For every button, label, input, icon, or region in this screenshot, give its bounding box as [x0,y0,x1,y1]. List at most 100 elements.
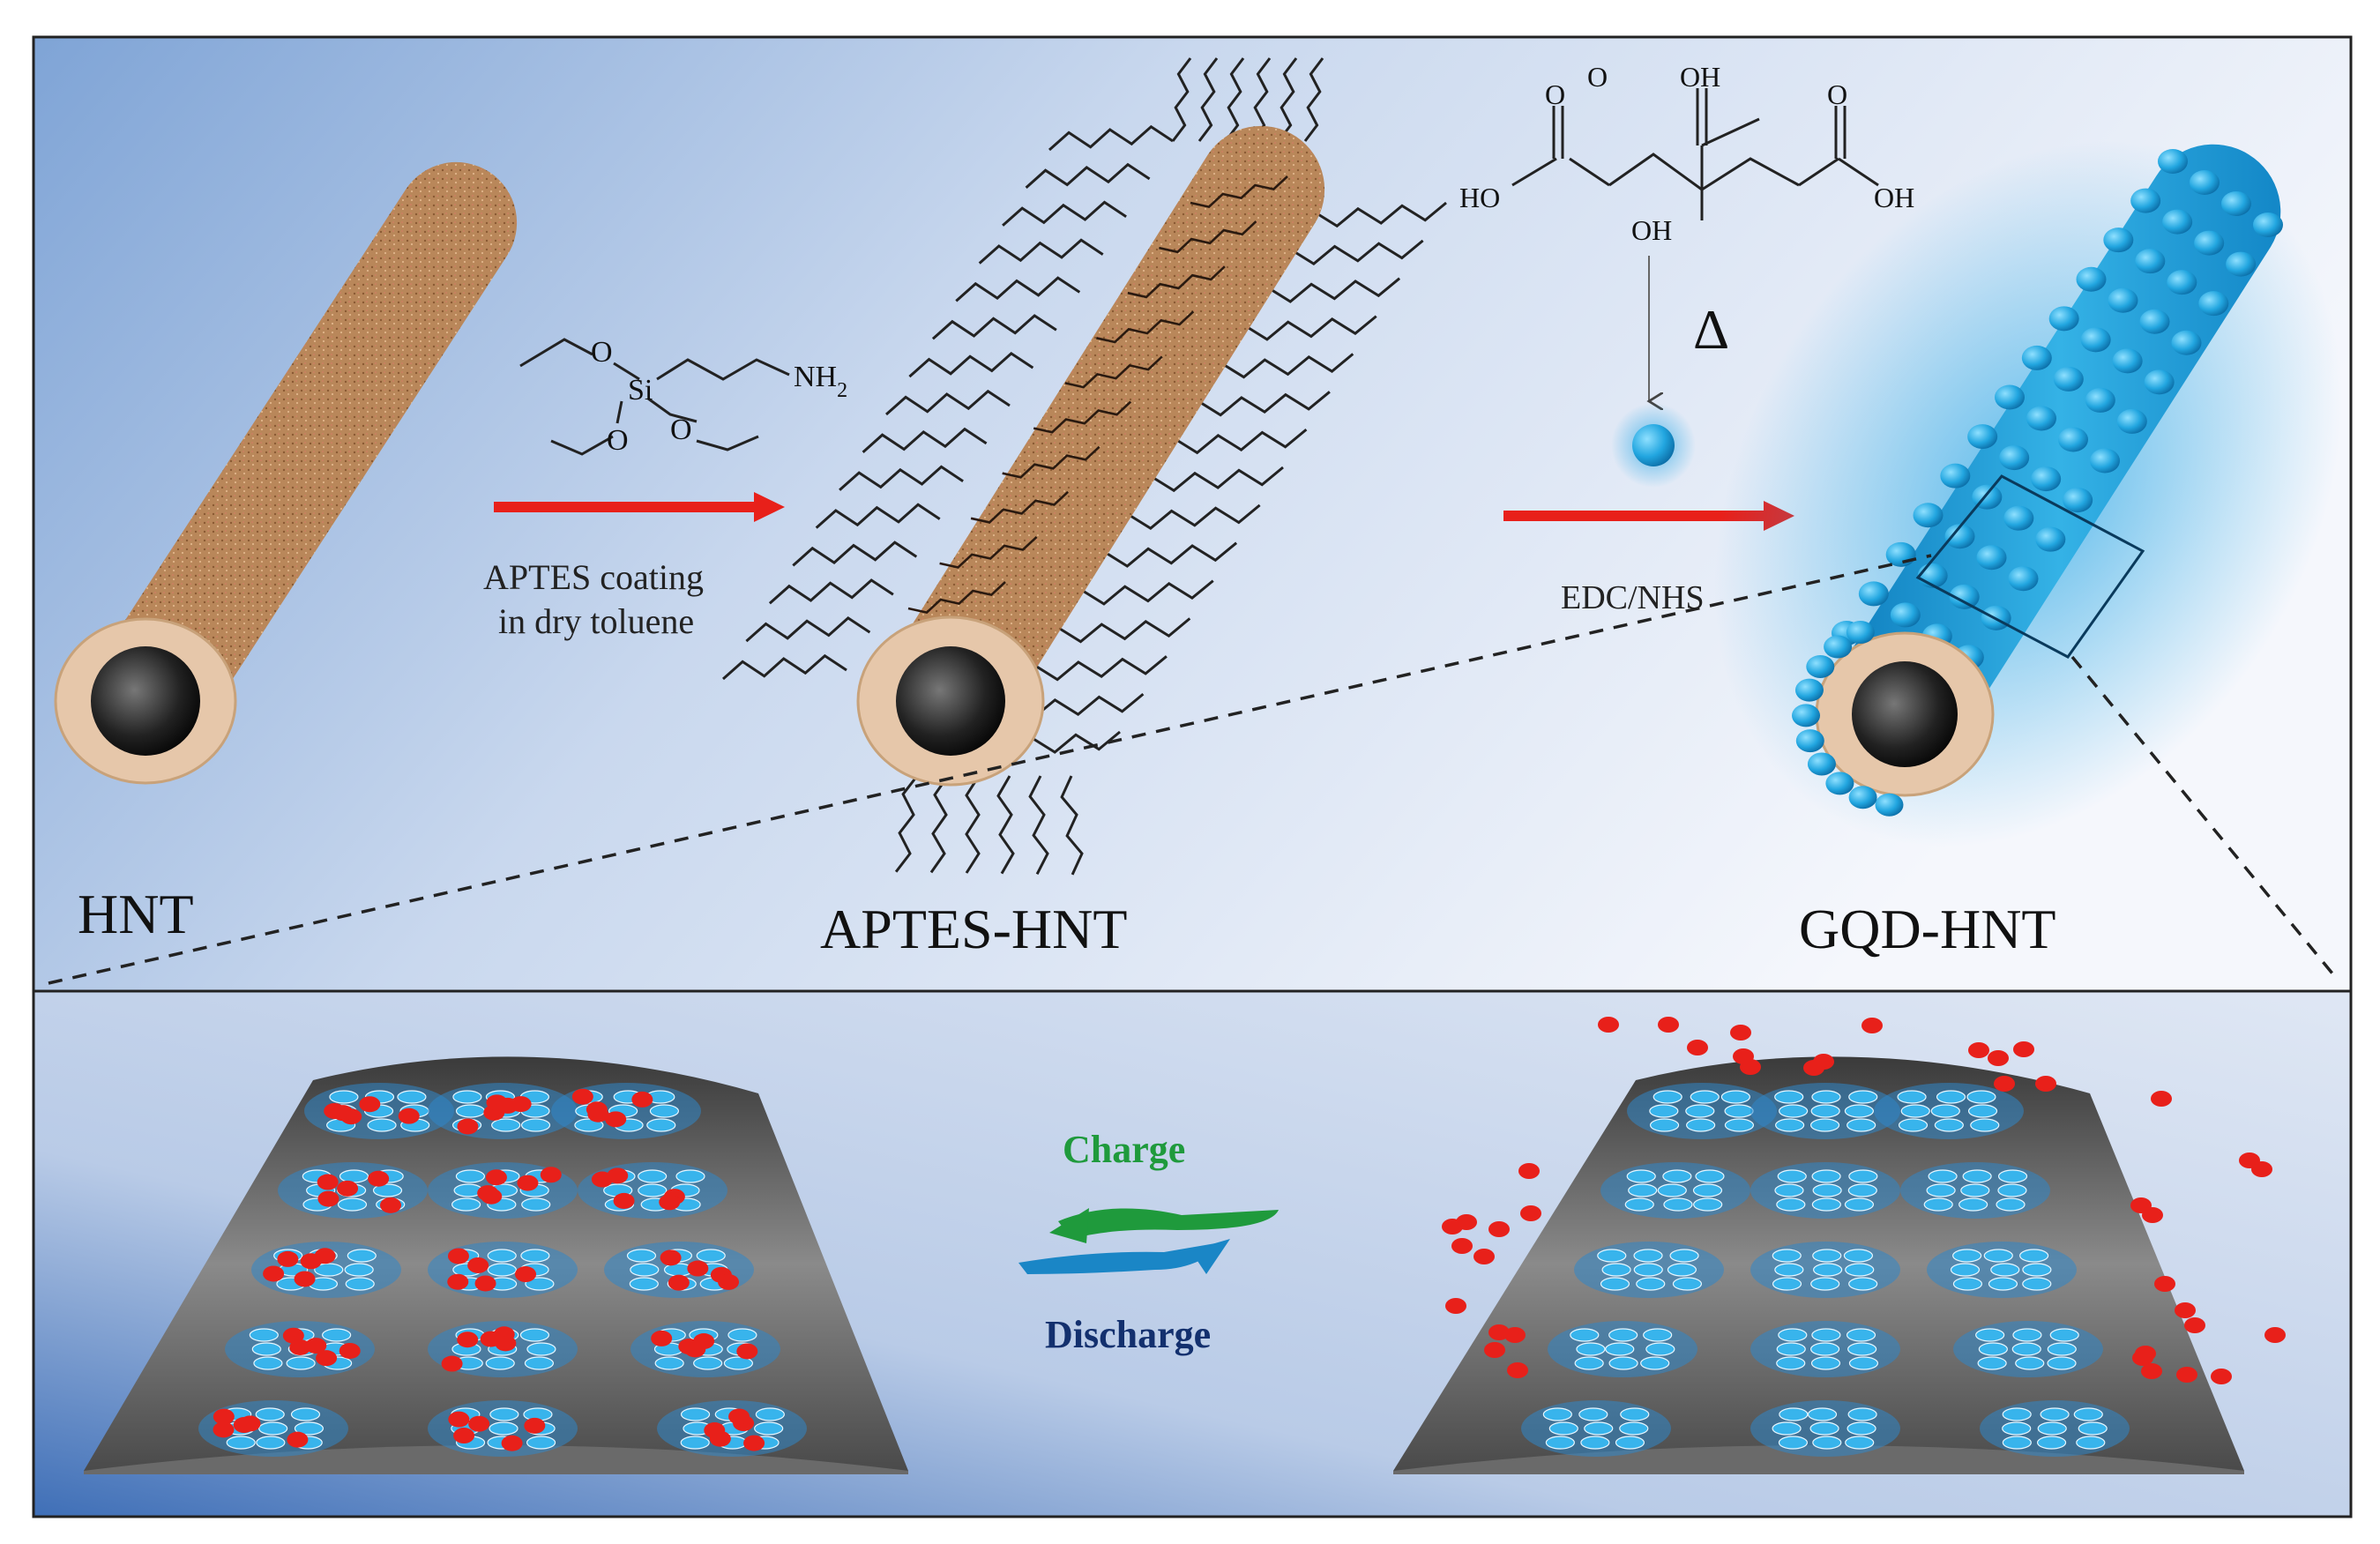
citric-oh-center: OH [1631,214,1672,246]
gqd-flake [693,1356,723,1370]
gqd-dot-surface [1890,602,1921,628]
aptes-chain [1033,655,1168,682]
gqd-hnt-tube [1713,140,2343,847]
ion [571,1088,593,1105]
gqd-dot-rim [1848,786,1877,809]
gqd-flake [322,1328,352,1342]
gqd-flake [680,1407,711,1421]
surface-discharged [1393,1017,2286,1474]
citric-acid-molecule [1511,88,1879,401]
citric-o-top: O [1587,61,1608,93]
gqd-flake [2015,1356,2045,1370]
gqd-flake [2002,1421,2032,1436]
gqd-flake [1900,1104,1930,1118]
gqd-flake [1996,1197,2026,1212]
gqd-flake [1958,1197,1988,1212]
gqd-dot-rim [1824,635,1853,659]
gqd-dot-surface [2221,191,2251,216]
gqd-flake [290,1407,321,1421]
gqd-flake [1774,1263,1804,1277]
gqd-flake [226,1436,256,1450]
gqd-dot-surface [2085,387,2115,413]
gqd-flake [1774,1183,1804,1197]
gqd-flake [251,1342,281,1356]
aptes-si: Si [628,374,653,407]
gqd-flake [654,1356,684,1370]
gqd-dot-surface [2253,213,2283,237]
gqd-flake [1672,1277,1703,1291]
gqd-dot-surface [2226,251,2257,277]
step1-line1: APTES coating [483,557,704,597]
gqd-dot-rim [1794,678,1824,702]
gqd-dot-surface [2139,309,2170,334]
gqd-flake [489,1407,519,1421]
gqd-flake [1847,1421,1876,1436]
free-ion [1740,1059,1761,1075]
gqd-flake [1633,1263,1663,1277]
gqd-flake [1548,1421,1578,1436]
aptes-chain-surface [939,535,1038,569]
gqd-flake [626,1249,657,1263]
gqd-flake [1990,1263,2020,1277]
gqd-flake [491,1118,521,1132]
aptes-chain [931,314,1057,340]
gqd-flake [1936,1090,1966,1104]
gqd-flake [1807,1407,1838,1421]
gqd-dot-surface [2162,209,2193,235]
gqd-dot-surface [1995,384,2025,410]
gqd-flake [489,1421,519,1436]
ion [485,1169,507,1186]
gqd-dot-surface [2076,266,2107,292]
label-hnt: HNT [78,883,194,945]
gqd-dot-surface [2058,427,2088,452]
gqd-flake [1645,1342,1675,1356]
gqd-flake [1597,1249,1627,1263]
gqd-flake [1626,1169,1656,1183]
gqd-dot-surface [1949,584,1980,609]
gqd-flake [1897,1090,1927,1104]
label-charge: Charge [1063,1128,1185,1171]
gqd-flake [397,1090,427,1104]
gqd-flake [2011,1342,2041,1356]
gqd-flake [372,1183,403,1197]
ion [294,1271,316,1287]
ion [613,1192,635,1209]
gqd-dot-surface [2021,345,2052,370]
gqd-flake [1926,1183,1956,1197]
ion [447,1248,469,1264]
ion [317,1174,339,1190]
aptes-chain [1060,775,1084,876]
free-ion [1658,1017,1679,1033]
gqd-flake [2040,1407,2070,1421]
gqd-flake [1633,1249,1663,1263]
gqd-flake [1619,1421,1649,1436]
gqd-flake [638,1169,668,1183]
gqd-dot-surface [2080,327,2111,353]
gqd-flake [680,1436,710,1450]
gqd-flake [2047,1356,2077,1370]
gqd-flake [525,1277,555,1291]
gqd-dot-surface [2003,505,2034,531]
gqd-flake [1812,1436,1842,1450]
free-ion [1803,1060,1824,1076]
gqd-flake [1962,1169,1992,1183]
aptes-chain [1313,201,1447,228]
gqd-dot-surface [2135,249,2166,274]
gqd-flake [286,1356,316,1370]
ion [477,1185,499,1202]
gqd-flake [1970,1118,2000,1132]
gqd-flake [1848,1277,1878,1291]
aptes-chain-surface [1002,445,1100,479]
aptes-molecule [519,338,790,456]
gqd-flake [1810,1104,1840,1118]
free-ion [1484,1342,1505,1358]
gqd-flake [339,1169,369,1183]
gqd-flake [487,1263,517,1277]
gqd-dot-surface [1858,581,1889,607]
aptes-chain [996,775,1015,875]
gqd-flake [1608,1328,1638,1342]
gqd-flake [1810,1356,1841,1370]
gqd-flake [1846,1328,1876,1342]
gqd-flake [519,1328,550,1342]
label-gqd-hnt: GQD-HNT [1799,898,2056,960]
